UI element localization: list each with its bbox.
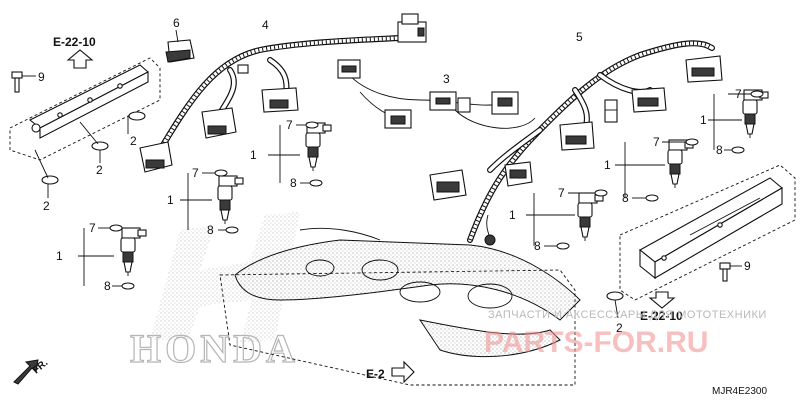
label-1-d: 1 — [700, 113, 707, 127]
label-6: 6 — [173, 16, 180, 30]
wire-harness-4 — [139, 13, 427, 173]
label-7-c: 7 — [89, 221, 96, 235]
ref-e22-10-bottom: E-22-10 — [640, 309, 683, 323]
label-2-d: 2 — [616, 321, 623, 335]
front-direction-arrow-icon — [13, 359, 39, 385]
label-1-b: 1 — [167, 193, 174, 207]
arrow-right-icon — [391, 360, 415, 384]
ref-e2: E-2 — [366, 367, 385, 381]
label-8-e: 8 — [622, 191, 629, 205]
injector-group-f — [526, 189, 608, 250]
label-5: 5 — [576, 30, 583, 44]
watermark-caption: ЗАПЧАСТИ И АКСЕССУАРЫ ДЛЯ МОТОТЕХНИКИ — [488, 309, 767, 321]
bolt-9-left — [11, 71, 36, 93]
wire-harness-5 — [429, 40, 723, 246]
injector-group-c — [78, 224, 147, 290]
label-1-f: 1 — [509, 208, 516, 222]
injector-group-a — [268, 121, 332, 187]
label-3: 3 — [443, 72, 450, 86]
label-7-a: 7 — [286, 118, 293, 132]
label-2-a: 2 — [130, 134, 137, 148]
arrow-up-icon — [66, 49, 94, 69]
diagram-code: MJR4E2300 — [712, 386, 767, 397]
label-7-f: 7 — [558, 186, 565, 200]
label-8-b: 8 — [207, 223, 214, 237]
injector-group-e — [615, 138, 699, 202]
label-2-b: 2 — [96, 163, 103, 177]
fuel-rail-left-group — [9, 57, 161, 198]
label-1-c: 1 — [56, 249, 63, 263]
label-8-a: 8 — [290, 176, 297, 190]
injector-group-d — [708, 89, 769, 154]
label-9-right: 9 — [744, 259, 751, 273]
label-8-d: 8 — [716, 143, 723, 157]
label-1-e: 1 — [604, 158, 611, 172]
ref-e22-10-top: E-22-10 — [53, 35, 96, 49]
label-7-b: 7 — [192, 166, 199, 180]
fuel-rail-right-group — [606, 164, 796, 319]
honda-brand-text: HONDA — [130, 326, 299, 371]
intake-chamber-group — [219, 227, 581, 386]
arrow-down-icon — [648, 291, 676, 309]
bolt-9-right — [719, 262, 742, 282]
label-8-c: 8 — [104, 279, 111, 293]
label-4: 4 — [262, 18, 269, 32]
clip-6 — [165, 29, 195, 63]
watermark-site: PARTS-FOR.RU — [484, 326, 708, 359]
sub-harness-3 — [337, 59, 536, 129]
label-7-e: 7 — [653, 135, 660, 149]
honda-wing-watermark — [150, 212, 300, 343]
label-8-f: 8 — [534, 239, 541, 253]
label-9-left: 9 — [38, 70, 45, 84]
label-2-c: 2 — [43, 199, 50, 213]
label-7-d: 7 — [735, 87, 742, 101]
label-1-a: 1 — [250, 148, 257, 162]
injector-group-b — [180, 169, 244, 234]
